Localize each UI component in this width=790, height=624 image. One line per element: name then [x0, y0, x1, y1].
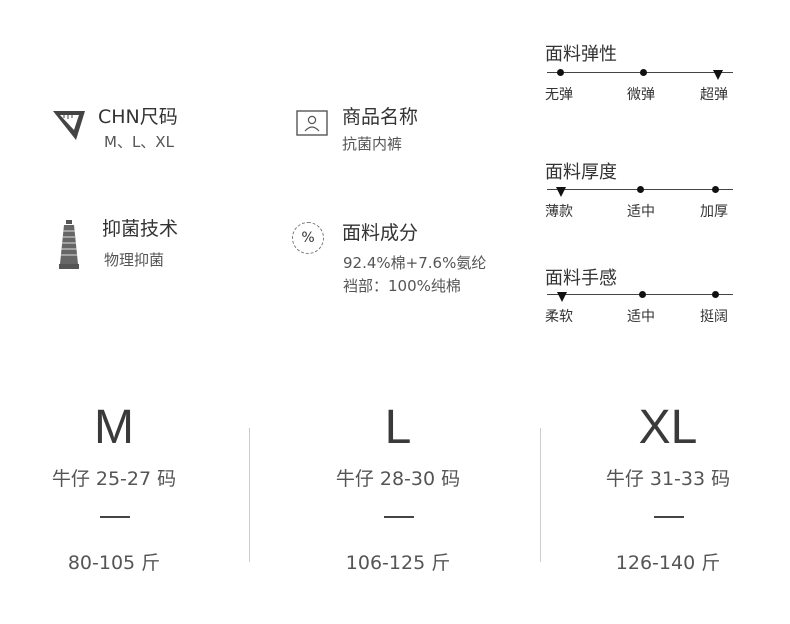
- size-weight-range: 80-105 斤: [67, 552, 161, 574]
- product-name-title: 商品名称: [342, 106, 419, 128]
- composition-value: 92.4%棉+7.6%氨纶: [343, 254, 487, 272]
- thickness-label-1: 适中: [627, 204, 655, 220]
- thickness-label-0: 薄款: [545, 204, 573, 220]
- size-attribute: CHN尺码 M、L、XL: [52, 104, 252, 154]
- composition-attribute: % 面料成分 92.4%棉+7.6%氨纶 裆部：100%纯棉: [292, 220, 512, 300]
- hand-feel-mark-1: [639, 291, 646, 298]
- size-value: M、L、XL: [104, 133, 174, 151]
- size-title: CHN尺码: [98, 106, 178, 128]
- size-letter: XL: [638, 401, 698, 454]
- size-column-divider: [540, 428, 541, 562]
- hand-feel-label-1: 适中: [627, 309, 655, 325]
- hand-feel-selected-marker: [557, 292, 567, 302]
- size-weight-range: 106-125 斤: [345, 552, 451, 574]
- size-dash: [384, 516, 414, 518]
- triangle-ruler-icon: [52, 108, 86, 146]
- composition-title: 面料成分: [342, 222, 419, 244]
- size-column-xl: XL 牛仔 31-33 码 126-140 斤: [558, 396, 778, 586]
- technology-value: 物理抑菌: [104, 251, 165, 269]
- elasticity-scale: 面料弹性 无弹 微弹 超弹: [545, 40, 745, 110]
- size-column-l: L 牛仔 28-30 码 106-125 斤: [288, 396, 508, 586]
- elasticity-label-2: 超弹: [700, 87, 728, 103]
- percent-icon: %: [292, 222, 324, 254]
- thickness-scale: 面料厚度 薄款 适中 加厚: [545, 158, 745, 228]
- size-column-divider: [249, 428, 250, 562]
- thread-spool-icon: [58, 220, 80, 274]
- composition-value-crotch: 裆部：100%纯棉: [343, 277, 461, 295]
- elasticity-mark-1: [640, 69, 647, 76]
- thickness-selected-marker: [556, 187, 566, 197]
- size-weight-range: 126-140 斤: [615, 552, 721, 574]
- size-column-m: M 牛仔 25-27 码 80-105 斤: [4, 396, 224, 586]
- elasticity-mark-0: [557, 69, 564, 76]
- thickness-label-2: 加厚: [700, 204, 728, 220]
- hand-feel-mark-2: [712, 291, 719, 298]
- size-jeans-range: 牛仔 31-33 码: [605, 468, 731, 490]
- size-jeans-range: 牛仔 25-27 码: [51, 468, 177, 490]
- hand-feel-label-0: 柔软: [545, 309, 573, 325]
- hand-feel-label-2: 挺阔: [700, 309, 728, 325]
- hand-feel-scale: 面料手感 柔软 适中 挺阔: [545, 264, 745, 334]
- product-name-attribute: 商品名称 抗菌内裤: [296, 104, 506, 154]
- elasticity-label-0: 无弹: [545, 87, 573, 103]
- size-letter: L: [384, 401, 412, 454]
- elasticity-title: 面料弹性: [545, 44, 617, 65]
- size-dash: [654, 516, 684, 518]
- size-dash: [100, 516, 130, 518]
- elasticity-selected-marker: [713, 70, 723, 80]
- elasticity-label-1: 微弹: [627, 87, 655, 103]
- technology-title: 抑菌技术: [102, 218, 179, 240]
- hand-feel-title: 面料手感: [545, 268, 617, 289]
- product-name-value: 抗菌内裤: [342, 135, 403, 153]
- thickness-mark-1: [637, 186, 644, 193]
- portrait-icon: [296, 110, 328, 140]
- size-letter: M: [94, 401, 134, 454]
- technology-attribute: 抑菌技术 物理抑菌: [52, 216, 262, 272]
- size-jeans-range: 牛仔 28-30 码: [335, 468, 461, 490]
- thickness-mark-2: [712, 186, 719, 193]
- thickness-title: 面料厚度: [545, 162, 617, 183]
